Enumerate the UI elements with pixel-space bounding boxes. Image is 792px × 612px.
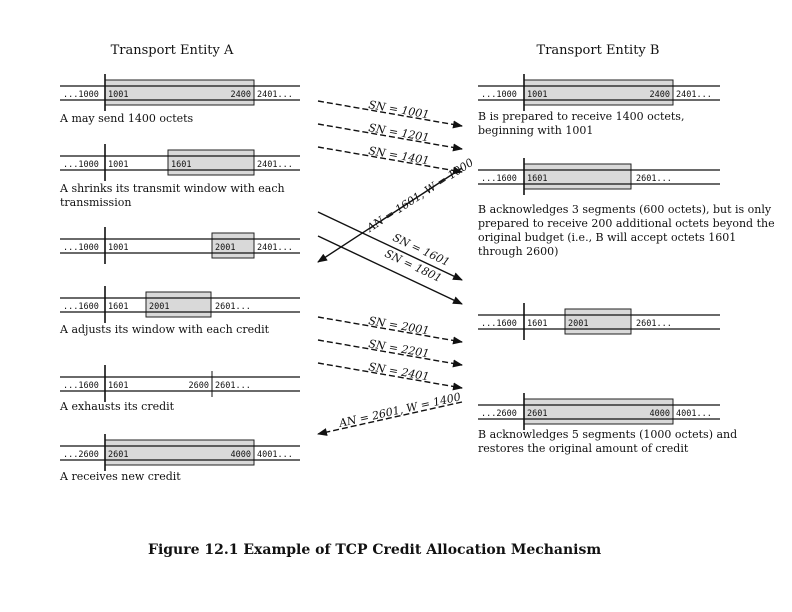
b2-caption-line-2: prepared to receive 200 additional octet… (478, 217, 775, 230)
b2-label-before: ...1600 (481, 174, 517, 184)
a3-label-window: 2001 (215, 243, 235, 253)
arrow-label-sn-1401: SN = 1401 (367, 144, 430, 167)
a5-label-before: ...1600 (63, 381, 99, 391)
b-window-2: ...1600 1601 2601... B acknowledges 3 se… (478, 158, 775, 258)
b4-caption-line-1: B acknowledges 5 segments (1000 octets) … (478, 428, 737, 441)
arrow-sn-1201: SN = 1201 (317, 121, 463, 152)
arrow-sn-2201: SN = 2201 (317, 337, 463, 368)
arrow-sn-1001: SN = 1001 (317, 98, 463, 129)
a-window-2: ...1000 1001 1601 2401... A shrinks its … (59, 144, 300, 209)
b2-caption-line-3: original budget (i.e., B will accept oct… (478, 231, 736, 244)
a-window-6: ...2600 2601 4000 4001... A receives new… (59, 434, 300, 483)
arrow-an-1601: AN = 1601, W = 1000 (317, 156, 476, 263)
arrow-label-an-2601: AN = 2601, W = 1400 (337, 390, 462, 430)
a5-label-after: 2601... (215, 381, 251, 391)
b1-caption-line-2: beginning with 1001 (478, 124, 593, 137)
a1-label-before: ...1000 (63, 90, 99, 100)
arrow-sn-2401: SN = 2401 (317, 360, 463, 391)
b2-label-start: 1601 (527, 174, 547, 184)
b4-caption-line-2: restores the original amount of credit (478, 442, 689, 455)
a6-label-end: 4000 (231, 450, 251, 460)
a2-label-window: 1601 (171, 160, 191, 170)
a3-label-before: ...1000 (63, 243, 99, 253)
arrow-label-sn-2001: SN = 2001 (367, 314, 430, 337)
a6-caption-line-1: A receives new credit (59, 470, 181, 483)
b1-label-after: 2401... (676, 90, 712, 100)
a-window-1: ...1000 1001 2400 2401... A may send 140… (59, 74, 300, 125)
a5-label-end: 2600 (189, 381, 209, 391)
a1-label-after: 2401... (257, 90, 293, 100)
arrow-label-sn-2401: SN = 2401 (367, 360, 430, 383)
a6-label-before: ...2600 (63, 450, 99, 460)
b1-label-start: 1001 (527, 90, 547, 100)
a2-label-before: ...1000 (63, 160, 99, 170)
a2-label-after: 2401... (257, 160, 293, 170)
b3-label-start: 1601 (527, 319, 547, 329)
b4-label-before: ...2600 (481, 409, 517, 419)
arrow-sn-2001: SN = 2001 (317, 314, 463, 345)
b3-label-before: ...1600 (481, 319, 517, 329)
b4-label-end: 4000 (650, 409, 670, 419)
entity-a-header: Transport Entity A (111, 43, 234, 58)
arrow-label-an-1601: AN = 1601, W = 1000 (364, 156, 476, 235)
a4-label-start: 1601 (108, 302, 128, 312)
figure-caption: Figure 12.1 Example of TCP Credit Alloca… (148, 542, 601, 558)
b-window-1: ...1000 1001 2400 2401... B is prepared … (478, 74, 720, 137)
a-window-5: ...1600 1601 2600 2601... A exhausts its… (59, 365, 300, 413)
a5-label-start: 1601 (108, 381, 128, 391)
b-window-4: ...2600 2601 4000 4001... B acknowledges… (478, 393, 737, 455)
a1-label-start: 1001 (108, 90, 128, 100)
arrow-an-2601: AN = 2601, W = 1400 (317, 390, 463, 436)
a4-caption-line-1: A adjusts its window with each credit (59, 323, 270, 336)
b3-label-window: 2001 (568, 319, 588, 329)
b1-label-end: 2400 (650, 90, 670, 100)
a3-label-after: 2401... (257, 243, 293, 253)
a2-label-start: 1001 (108, 160, 128, 170)
a2-caption-line-2: transmission (60, 196, 131, 209)
a4-label-before: ...1600 (63, 302, 99, 312)
b4-label-start: 2601 (527, 409, 547, 419)
b2-caption-line-4: through 2600) (478, 245, 558, 258)
b4-label-after: 4001... (676, 409, 712, 419)
b3-label-after: 2601... (636, 319, 672, 329)
a6-label-after: 4001... (257, 450, 293, 460)
arrow-sn-1401: SN = 1401 (317, 144, 463, 175)
b1-caption-line-1: B is prepared to receive 1400 octets, (478, 110, 684, 123)
a4-label-after: 2601... (215, 302, 251, 312)
a4-label-window: 2001 (149, 302, 169, 312)
a1-label-end: 2400 (231, 90, 251, 100)
a-window-4: ...1600 1601 2001 2601... A adjusts its … (59, 286, 300, 336)
a-window-3: ...1000 1001 2001 2401... (60, 227, 300, 264)
b2-caption-line-1: B acknowledges 3 segments (600 octets), … (478, 203, 772, 216)
entity-b-header: Transport Entity B (537, 43, 660, 58)
b1-label-before: ...1000 (481, 90, 517, 100)
arrow-label-sn-2201: SN = 2201 (367, 337, 430, 360)
a2-caption-line-1: A shrinks its transmit window with each (59, 182, 285, 195)
b2-label-after: 2601... (636, 174, 672, 184)
arrow-label-sn-1201: SN = 1201 (367, 121, 430, 144)
a5-caption-line-1: A exhausts its credit (59, 400, 175, 413)
b-window-3: ...1600 1601 2001 2601... (478, 303, 720, 340)
arrow-label-sn-1001: SN = 1001 (367, 98, 430, 121)
a3-label-start: 1001 (108, 243, 128, 253)
a6-label-start: 2601 (108, 450, 128, 460)
a1-caption-line-1: A may send 1400 octets (59, 112, 194, 125)
